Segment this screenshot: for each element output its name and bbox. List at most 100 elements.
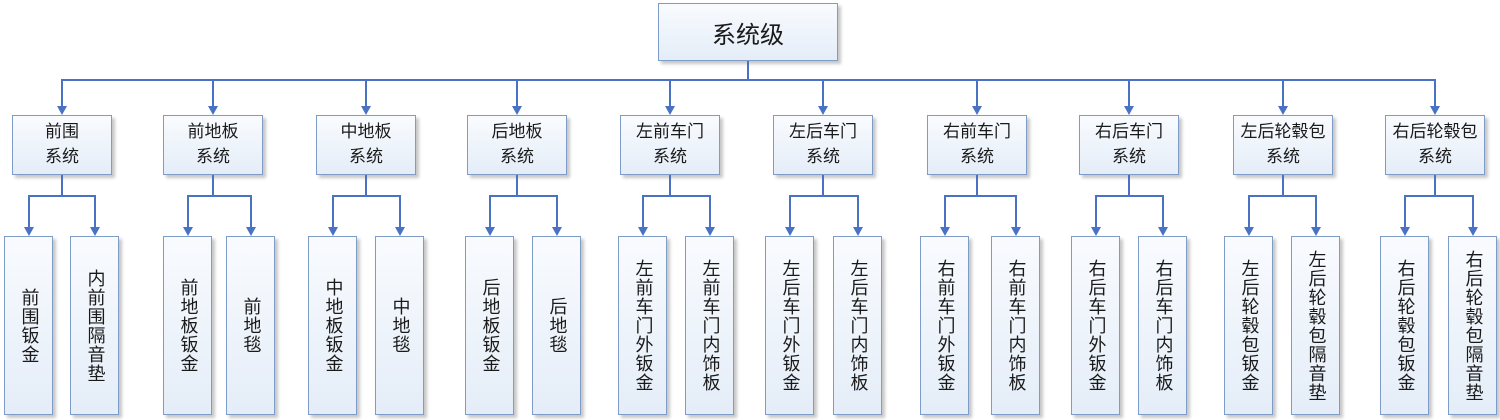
- part-connector: [1247, 196, 1250, 228]
- part-node: 后地毯: [532, 236, 581, 415]
- part-stem: [61, 175, 63, 197]
- part-arrow: [551, 227, 562, 236]
- system-label-line1: 前围: [45, 122, 79, 142]
- part-arrow: [394, 227, 405, 236]
- part-label: 右前车门外钣金: [934, 259, 956, 392]
- part-label: 右后轮毂包隔音垫: [1462, 249, 1484, 402]
- system-connector: [1434, 80, 1436, 107]
- part-connector: [331, 196, 334, 228]
- system-connector: [669, 80, 671, 107]
- part-arrow: [939, 227, 950, 236]
- system-arrow: [1278, 106, 1288, 115]
- part-connector: [708, 196, 711, 228]
- system-connector: [1128, 80, 1130, 107]
- part-label: 后地板钣金: [479, 278, 501, 373]
- part-node: 左后轮毂包钣金: [1224, 236, 1273, 415]
- part-bus: [331, 195, 401, 197]
- system-connector: [61, 80, 63, 107]
- part-node: 后地板钣金: [465, 236, 514, 415]
- part-node: 右后车门内饰板: [1138, 236, 1187, 415]
- part-label: 前地板钣金: [177, 278, 199, 373]
- system-label: 右后车门系统: [1095, 120, 1163, 170]
- system-label-line1: 右后轮毂包: [1392, 122, 1478, 142]
- part-node: 左后轮毂包隔音垫: [1291, 236, 1340, 415]
- part-node: 左后车门内饰板: [833, 236, 882, 415]
- root-label: 系统级: [712, 20, 784, 49]
- part-stem: [1128, 175, 1130, 197]
- part-arrow: [784, 227, 795, 236]
- part-connector: [641, 196, 644, 228]
- part-connector: [1471, 196, 1474, 228]
- system-label: 左前车门系统: [636, 120, 704, 170]
- part-bus: [1247, 195, 1317, 197]
- part-label: 左后轮毂包钣金: [1238, 259, 1260, 392]
- part-node: 前地板钣金: [163, 236, 212, 415]
- part-stem: [976, 175, 978, 197]
- system-arrow: [972, 106, 982, 115]
- part-arrow: [182, 227, 193, 236]
- system-arrow: [1430, 106, 1440, 115]
- system-node: 中地板系统: [316, 115, 416, 175]
- system-label: 右前车门系统: [943, 120, 1011, 170]
- part-arrow: [23, 227, 34, 236]
- system-label-line1: 右后车门: [1095, 122, 1163, 142]
- system-label: 前围系统: [45, 120, 79, 170]
- system-node: 后地板系统: [467, 115, 567, 175]
- part-label: 右后轮毂包钣金: [1394, 259, 1416, 392]
- part-node: 右后轮毂包钣金: [1380, 236, 1429, 415]
- part-bus: [488, 195, 558, 197]
- part-connector: [1014, 196, 1017, 228]
- system-node: 左后车门系统: [773, 115, 873, 175]
- system-node: 左前车门系统: [620, 115, 720, 175]
- part-node: 左后车门外钣金: [765, 236, 814, 415]
- system-connector: [212, 80, 214, 107]
- part-label: 左后车门外钣金: [779, 259, 801, 392]
- part-node: 右前车门内饰板: [991, 236, 1040, 415]
- part-arrow: [637, 227, 648, 236]
- part-node: 右后轮毂包隔音垫: [1448, 236, 1497, 415]
- level1-bus: [61, 79, 1436, 81]
- system-label-line1: 左后车门: [789, 122, 857, 142]
- system-node: 前围系统: [12, 115, 112, 175]
- system-label-line1: 右前车门: [943, 122, 1011, 142]
- part-label: 右后车门外钣金: [1085, 259, 1107, 392]
- system-connector: [822, 80, 824, 107]
- part-node: 中地板钣金: [308, 236, 357, 415]
- part-arrow: [1399, 227, 1410, 236]
- part-arrow: [1090, 227, 1101, 236]
- part-label: 前围钣金: [18, 287, 40, 364]
- part-stem: [1282, 175, 1284, 197]
- part-arrow: [1157, 227, 1168, 236]
- system-label-line2: 系统: [960, 147, 994, 167]
- system-node: 右前车门系统: [927, 115, 1027, 175]
- part-connector: [186, 196, 189, 228]
- system-label: 左后车门系统: [789, 120, 857, 170]
- system-connector: [1282, 80, 1284, 107]
- part-connector: [1403, 196, 1406, 228]
- part-connector: [249, 196, 252, 228]
- system-label-line2: 系统: [196, 147, 230, 167]
- part-connector: [555, 196, 558, 228]
- part-connector: [93, 196, 96, 228]
- system-connector: [516, 80, 518, 107]
- part-node: 中地毯: [375, 236, 424, 415]
- part-node: 前地毯: [226, 236, 275, 415]
- system-label-line1: 中地板: [340, 122, 392, 142]
- root-node: 系统级: [658, 3, 838, 61]
- system-label-line1: 前地板: [187, 122, 239, 142]
- system-node: 前地板系统: [163, 115, 263, 175]
- system-label-line2: 系统: [45, 147, 79, 167]
- part-connector: [488, 196, 491, 228]
- part-arrow: [1243, 227, 1254, 236]
- part-node: 左前车门外钣金: [618, 236, 667, 415]
- part-label: 左后车门内饰板: [847, 259, 869, 392]
- system-arrow: [512, 106, 522, 115]
- part-arrow: [245, 227, 256, 236]
- part-connector: [1094, 196, 1097, 228]
- system-label-line2: 系统: [806, 147, 840, 167]
- part-stem: [1434, 175, 1436, 197]
- part-label: 后地毯: [546, 297, 568, 354]
- system-label-line2: 系统: [1418, 147, 1452, 167]
- part-label: 左前车门外钣金: [632, 259, 654, 392]
